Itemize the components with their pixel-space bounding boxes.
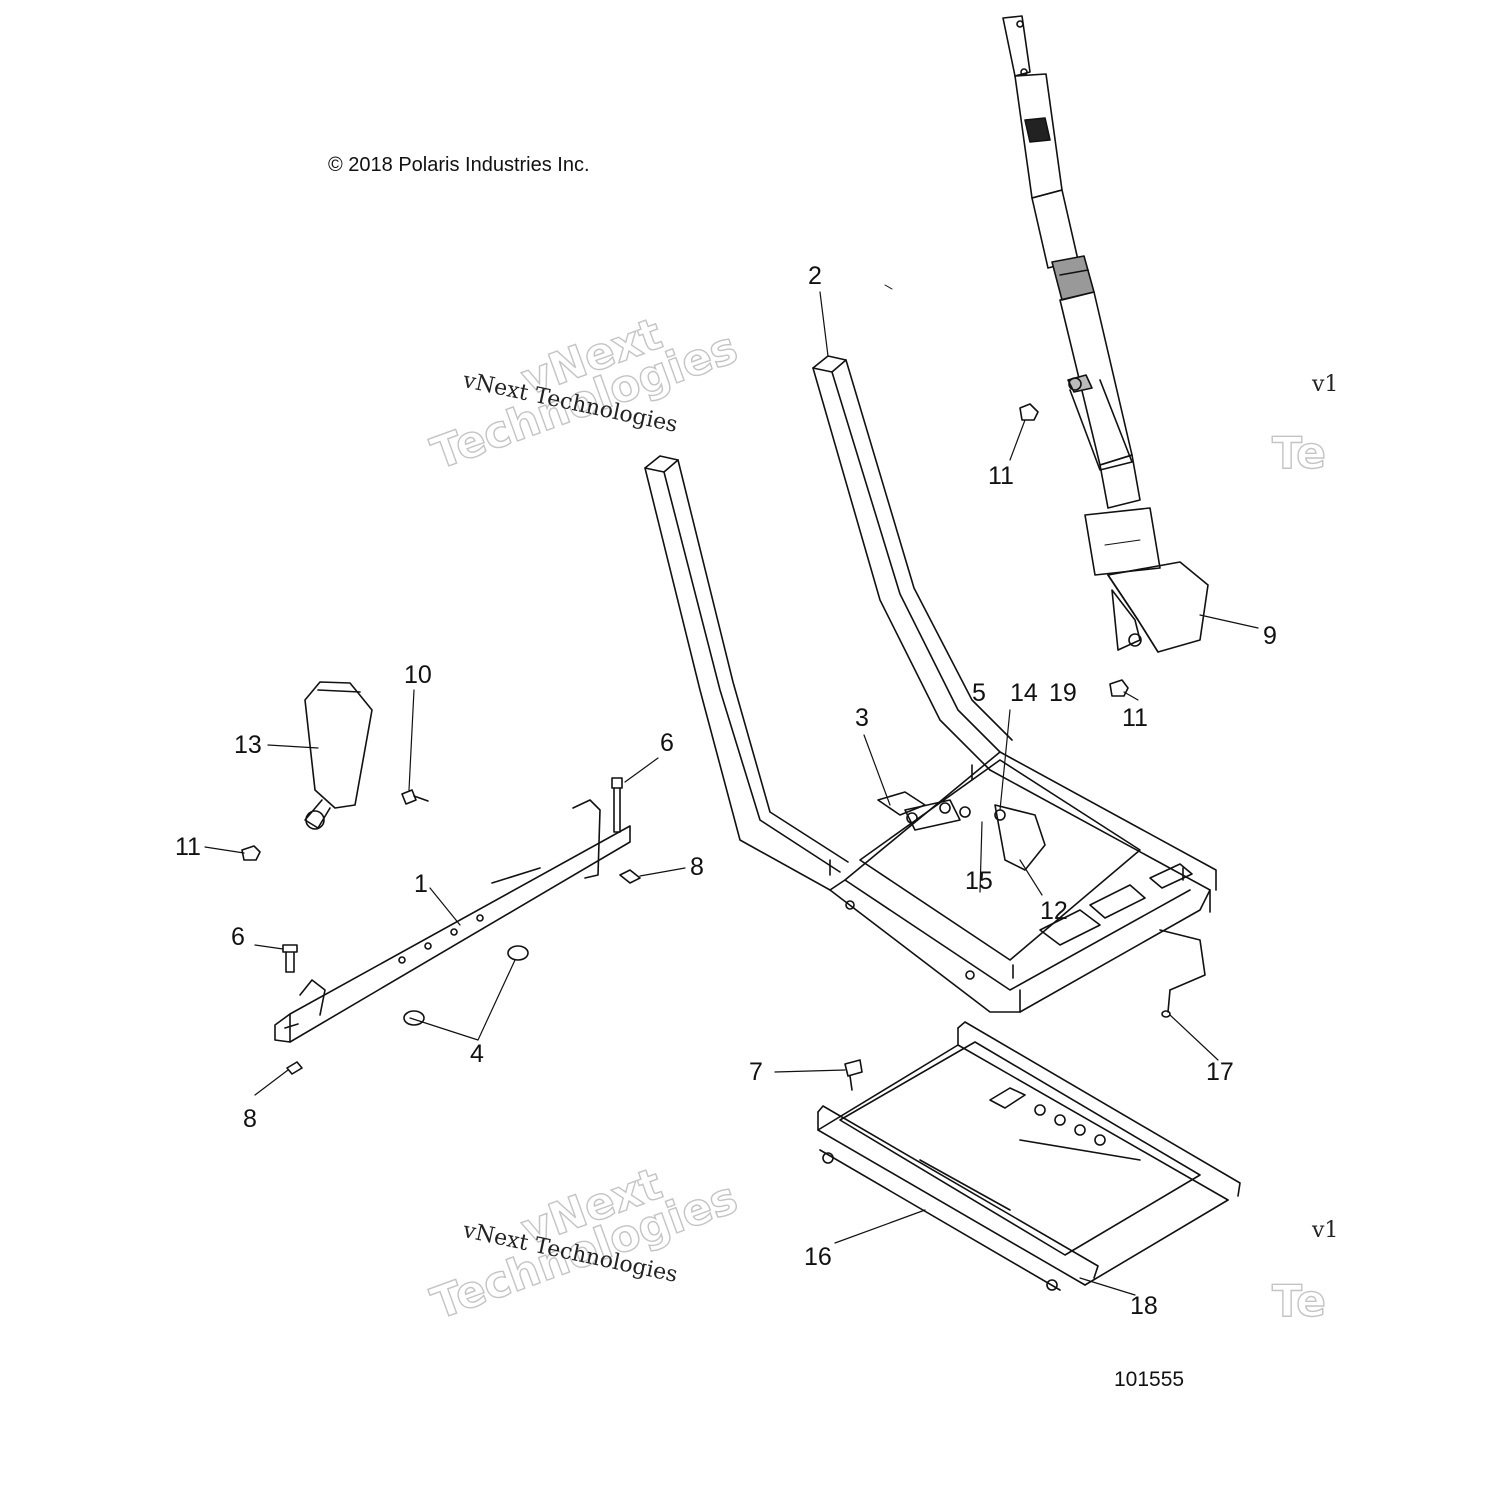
- small-hardware: [241, 403, 1129, 1091]
- callout-13: 13: [234, 731, 262, 759]
- copyright-notice: © 2018 Polaris Industries Inc.: [328, 154, 590, 176]
- callout-10: 10: [404, 661, 432, 689]
- callout-2: 2: [808, 262, 822, 290]
- callout-12: 12: [1040, 897, 1068, 925]
- latch-hardware: [877, 791, 1206, 1018]
- seat-belt-retractor: [1002, 15, 1209, 653]
- watermark-edge-1: v1: [1312, 372, 1339, 397]
- callout-14: 14: [1010, 679, 1038, 707]
- right-edge-mask: [1338, 0, 1500, 1500]
- callout-11-left: 11: [175, 833, 201, 861]
- callout-11-mid: 11: [988, 462, 1014, 490]
- callout-8-lower: 8: [243, 1105, 257, 1133]
- callout-19: 19: [1049, 679, 1077, 707]
- callout-16: 16: [804, 1243, 832, 1271]
- callout-5: 5: [972, 679, 986, 707]
- watermark-edge-4: Te: [1271, 1275, 1327, 1327]
- callout-7: 7: [749, 1058, 763, 1086]
- leader-lines: [204, 291, 1259, 1296]
- figure-number: 101555: [1114, 1368, 1185, 1391]
- seat-frame: [644, 284, 1217, 1013]
- callout-6-lower: 6: [231, 923, 245, 951]
- seat-belt-buckle: [304, 681, 373, 830]
- callout-8-upper: 8: [690, 853, 704, 881]
- callout-4: 4: [470, 1040, 484, 1068]
- seat-slider: [817, 1021, 1241, 1291]
- watermark-edge-3: v1: [1312, 1218, 1339, 1243]
- callout-11-lower: 11: [1122, 704, 1148, 732]
- callout-15: 15: [965, 867, 993, 895]
- callout-3: 3: [855, 704, 869, 732]
- callout-17: 17: [1206, 1058, 1234, 1086]
- side-rail: [274, 799, 631, 1043]
- watermark-edge-2: Te: [1271, 427, 1327, 479]
- callout-18: 18: [1130, 1292, 1158, 1320]
- callout-9: 9: [1263, 622, 1277, 650]
- callout-6-upper: 6: [660, 729, 674, 757]
- callout-1: 1: [414, 870, 428, 898]
